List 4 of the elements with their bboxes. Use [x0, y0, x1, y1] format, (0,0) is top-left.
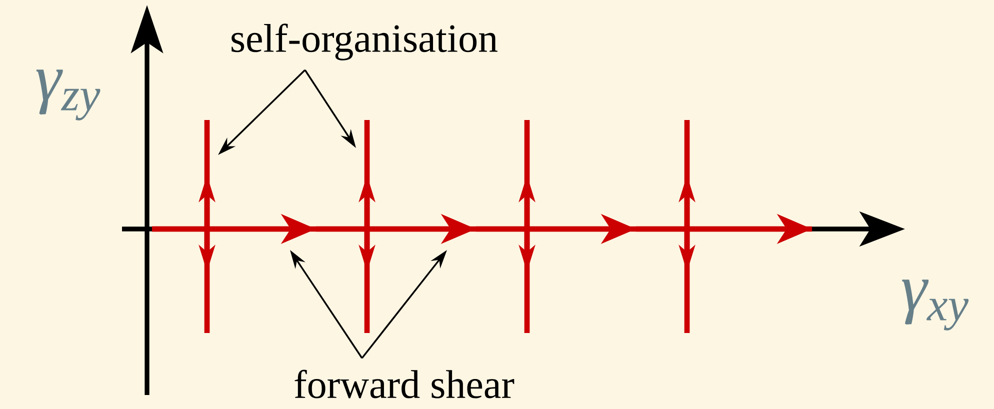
annotation-text: self-organisation	[232, 24, 498, 60]
annotation-text: forward shear	[294, 370, 514, 398]
axis-label: γ$_{zy}$	[36, 70, 100, 120]
axis-label: γ$_{xy}$	[902, 280, 969, 330]
